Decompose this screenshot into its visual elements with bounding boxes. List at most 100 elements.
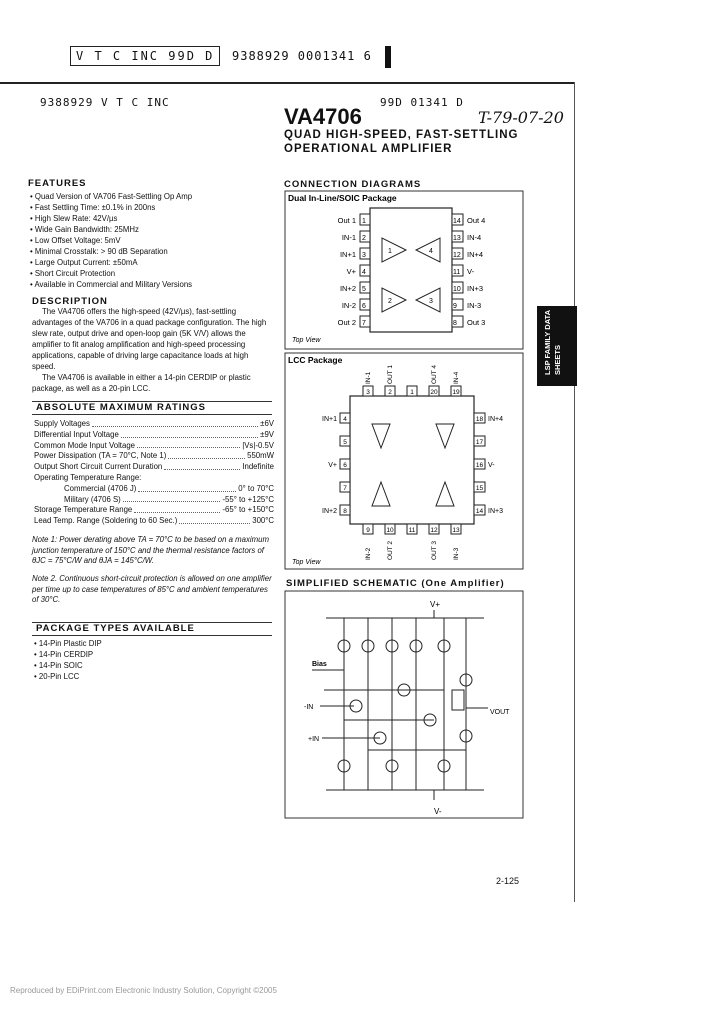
lcc-pin-label: IN+1 [322,416,337,423]
packages-heading: PACKAGE TYPES AVAILABLE [36,623,195,634]
connection-heading: CONNECTION DIAGRAMS [284,179,422,190]
lcc-pin-number: 15 [476,485,484,492]
rating-value: |Vs|-0.5V [242,440,274,450]
lcc-pin [406,523,418,535]
dip-pin-label: IN+4 [467,250,483,259]
rating-row: Power Dissipation (TA = 70°C, Note 1) 550… [34,451,274,462]
lcc-pin-number: 9 [366,527,370,534]
rating-label: Power Dissipation (TA = 70°C, Note 1) [34,451,167,461]
dip-pin [359,213,371,226]
ratings-heading: ABSOLUTE MAXIMUM RATINGS [36,402,207,413]
lcc-pin [339,435,351,447]
description-p2: The VA4706 is available in either a 14-p… [32,373,251,393]
dip-pin-label: Out 2 [338,318,356,327]
dip-pin [359,298,371,311]
lcc-pin-number: 11 [409,527,416,534]
features-heading: FEATURES [28,178,87,189]
lcc-title: LCC Package [288,355,343,365]
package-item: 14-Pin CERDIP [34,649,234,660]
lcc-pin [473,458,486,470]
dip-pin-number: 12 [453,252,461,259]
package-item: 20-Pin LCC [34,671,234,682]
lcc-pin-number: 10 [386,527,394,534]
lcc-pin-label: IN-4 [453,371,460,384]
dip-top-view: Top View [292,337,321,344]
side-tab-line1: LSP FAMILY DATA [543,310,552,376]
schematic-bias: Bias [312,661,327,668]
rating-value: 550mW [247,451,274,461]
dip-pin [451,247,464,260]
amp-triangle [414,237,441,263]
dip-pin-number: 8 [453,320,457,327]
lcc-pin-label: OUT 3 [431,541,438,560]
schematic-in-minus: -IN [304,704,313,711]
amp-triangle [381,237,408,263]
lcc-frame [284,352,524,570]
lcc-pin-number: 6 [343,462,347,469]
lcc-pin [362,523,374,535]
dip-pin-number: 1 [362,218,366,225]
dip-frame [284,190,524,350]
rating-row: Common Mode Input Voltage|Vs|-0.5V [34,441,274,452]
dip-pin [359,281,371,294]
rating-label: Output Short Circuit Current Duration [34,462,163,472]
page-number: 2-125 [496,876,520,886]
dip-pin-label: V- [467,267,475,276]
lcc-pin-label: IN-1 [365,371,372,384]
subtitle-line-1: QUAD HIGH-SPEED, FAST-SETTLING [284,129,519,141]
rating-row: Supply Voltages±6V [34,419,274,430]
dip-pin-label: IN+3 [467,284,483,293]
lcc-pin-number: 12 [430,527,438,534]
note-2: Note 2. Continuous short-circuit protect… [32,574,272,604]
feature-item: Available in Commercial and Military Ver… [30,279,275,290]
rating-row: Storage Temperature Range-65° to +150°C [34,505,274,516]
amp-triangle [414,287,441,313]
dip-pin-label: IN+2 [340,284,356,293]
amp-triangle [371,480,391,507]
amp-label: 1 [388,248,392,255]
dip-pin-number: 11 [453,269,460,276]
schematic-heading: SIMPLIFIED SCHEMATIC (One Amplifier) [286,578,505,589]
dip-pin-number: 13 [453,235,461,242]
lcc-pin [339,412,351,424]
amp-triangle [381,287,408,313]
rating-value: -55° to +125°C [222,494,274,504]
footer-credit: Reproduced by EDiPrint.com Electronic In… [10,986,277,995]
dip-title: Dual In-Line/SOIC Package [288,193,397,203]
rating-row: Military (4706 S)-55° to +125°C [34,495,274,506]
header-line-2: 9388929 0001341 6 [232,49,372,63]
header-box [70,46,220,66]
description-heading: DESCRIPTION [32,296,108,307]
lcc-pin-label: IN+4 [488,416,503,423]
lcc-pin-label: OUT 1 [387,365,394,384]
lcc-pin-number: 16 [476,462,484,469]
dip-pin-label: IN-1 [342,233,356,242]
lcc-pin [339,504,351,516]
page-title: VA4706 [284,104,362,129]
features-list: Quad Version of VA706 Fast-Settling Op A… [30,191,275,290]
schematic-vout: VOUT [490,709,510,716]
rating-value: 0° to 70°C [238,483,274,493]
dip-pin-number: 9 [453,303,457,310]
lcc-pin-label: V+ [328,462,337,469]
header-bar [385,46,391,68]
lcc-pin-label: IN-2 [365,547,372,560]
lcc-pin-number: 14 [476,508,484,515]
right-rule [574,82,575,902]
dip-pin [359,230,371,243]
amp-triangle [435,423,455,450]
dip-pin-number: 3 [362,252,366,259]
dip-pin [451,264,464,277]
lcc-pin-number: 19 [452,389,460,396]
dip-pin-label: IN-3 [467,301,481,310]
dip-pin-label: V+ [347,267,357,276]
lcc-pin-number: 2 [388,389,392,396]
ratings-heading-box [32,401,272,415]
lcc-pin-label: V- [488,462,495,469]
lcc-pin-number: 7 [343,485,347,492]
dip-pin-number: 10 [453,286,461,293]
